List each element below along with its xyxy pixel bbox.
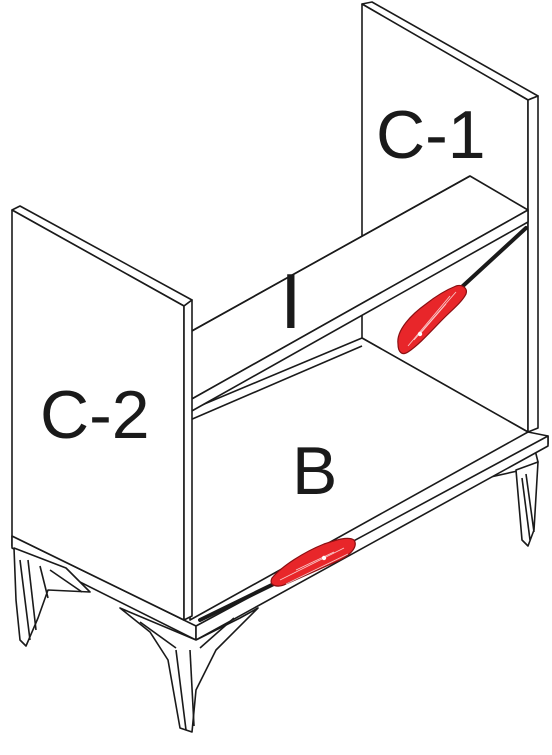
side-panel-c2 <box>11 205 193 621</box>
label-bottom: B <box>292 433 337 509</box>
label-shelf: I <box>280 257 302 345</box>
screwdriver-lower <box>198 537 356 622</box>
leg-front-center <box>119 607 259 733</box>
label-c1: C-1 <box>376 97 486 173</box>
label-c2: C-2 <box>40 377 150 453</box>
leg-front-left <box>13 547 91 647</box>
shelf-i <box>189 175 529 413</box>
screwdriver-upper <box>397 226 528 355</box>
